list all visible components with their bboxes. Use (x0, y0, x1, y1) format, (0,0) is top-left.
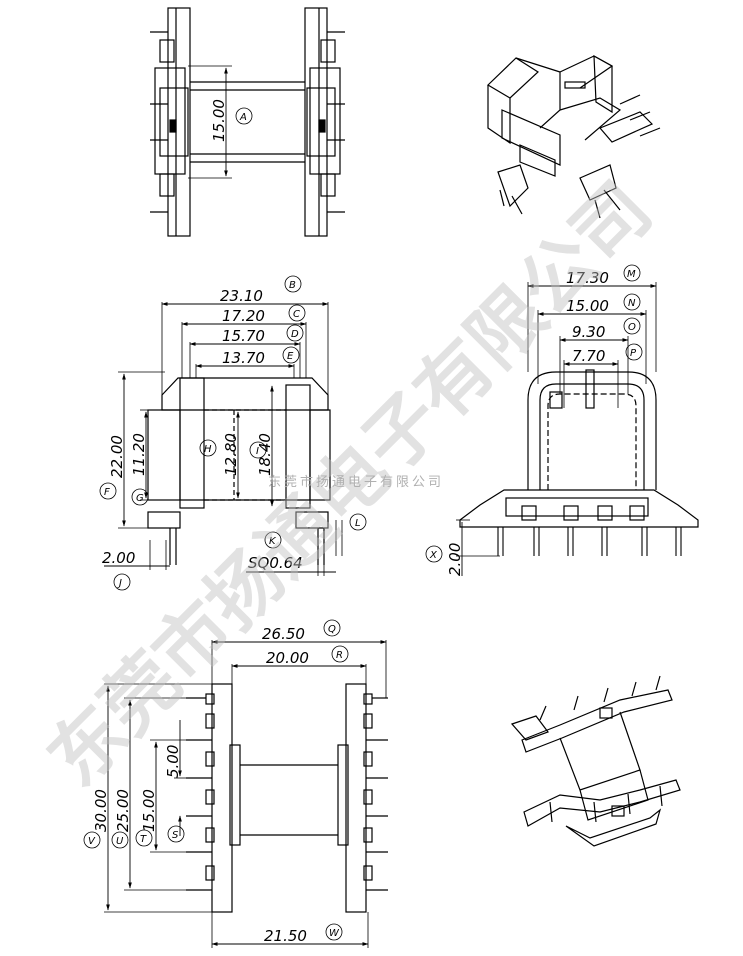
label-l: L (355, 518, 361, 529)
front-view-labels (99, 275, 367, 591)
side-view (456, 282, 699, 576)
label-n: N (628, 298, 636, 309)
dim-j-text: 2.00 (102, 549, 135, 567)
front-view (104, 302, 343, 576)
label-o: O (628, 322, 636, 333)
label-f: F (104, 487, 110, 498)
isometric-view-bottom (510, 675, 681, 847)
dim-c-text: 17.20 (222, 307, 265, 325)
dim-b-text: 23.10 (220, 287, 263, 305)
label-h: H (204, 444, 212, 455)
side-view-labels (425, 264, 643, 563)
label-j: J (117, 578, 122, 589)
dim-r-text: 20.00 (266, 649, 309, 667)
label-s: S (172, 830, 179, 841)
dim-d-text: 15.70 (222, 327, 265, 345)
label-b: B (289, 280, 296, 291)
label-x: X (429, 550, 438, 561)
dim-q-text: 26.50 (262, 625, 305, 643)
label-w: W (329, 928, 340, 939)
label-a-circle (235, 107, 253, 125)
label-i: I (256, 446, 259, 457)
label-m: M (627, 269, 636, 280)
top-view (150, 7, 345, 237)
label-r: R (336, 650, 343, 661)
dim-e-text: 13.70 (222, 349, 265, 367)
label-v: V (88, 836, 96, 847)
label-t: T (140, 834, 147, 845)
isometric-view-top (487, 54, 661, 219)
dim-t-text: 15.00 (140, 789, 158, 832)
label-u: U (116, 836, 124, 847)
label-e: E (287, 351, 294, 362)
dim-h-text: 12.80 (222, 433, 240, 476)
label-q: Q (328, 624, 336, 635)
dim-m-text: 17.30 (566, 269, 609, 287)
label-k: K (269, 536, 277, 547)
label-a: A (239, 112, 247, 123)
label-g: G (136, 493, 144, 504)
dim-w-text: 21.50 (264, 927, 307, 945)
dim-o-text: 9.30 (572, 323, 605, 341)
dim-v-text: 30.00 (92, 789, 110, 832)
bottom-view-labels (83, 619, 349, 941)
dim-x-text: 2.00 (446, 543, 464, 576)
dim-u-text: 25.00 (114, 789, 132, 832)
dim-a-text: 15.00 (210, 99, 228, 142)
label-p: P (630, 348, 637, 359)
bottom-view (104, 640, 388, 948)
label-d: D (291, 329, 299, 340)
dim-f-text: 22.00 (108, 435, 126, 478)
label-c: C (293, 309, 300, 320)
dim-g-text: 11.20 (130, 433, 148, 476)
dim-p-text: 7.70 (572, 347, 605, 365)
dim-s-text: 5.00 (164, 745, 182, 778)
watermark-company-small: 东莞市扬通电子有限公司 (268, 474, 444, 490)
dim-n-text: 15.00 (566, 297, 609, 315)
dim-k-text: SQ0.64 (248, 554, 303, 572)
